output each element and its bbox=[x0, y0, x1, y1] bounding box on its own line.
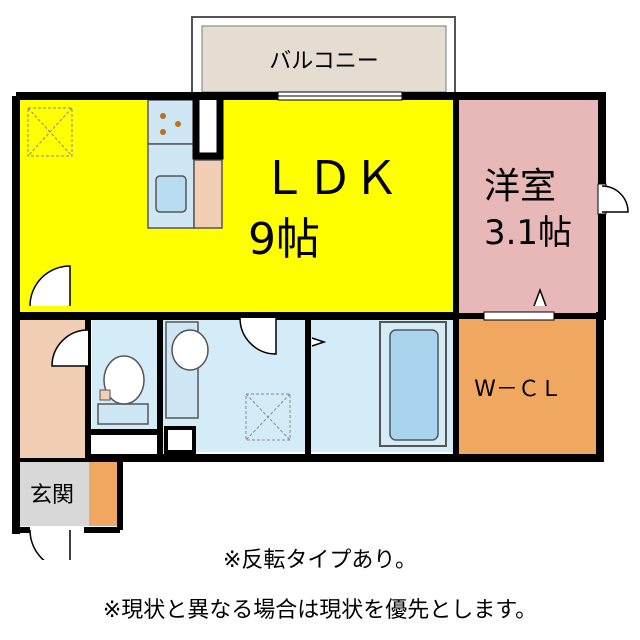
genkan-floor bbox=[17, 460, 89, 526]
door-ldk-hall bbox=[29, 265, 71, 307]
toilet-paper bbox=[99, 389, 111, 401]
note-priority: ※現状と異なる場合は現状を優先とします。 bbox=[102, 598, 538, 623]
burner bbox=[175, 121, 181, 127]
balcony-floor bbox=[201, 25, 447, 93]
genkan-shoebox bbox=[89, 460, 117, 526]
vent-ldk bbox=[27, 107, 73, 157]
walls bbox=[12, 92, 606, 534]
entrance-label: 玄関 bbox=[30, 483, 74, 508]
floor-plan: バルコニー bbox=[12, 16, 629, 560]
door-genkan bbox=[29, 529, 71, 560]
wcl-label: W－ＣＬ bbox=[474, 377, 562, 402]
kitchen-side-counter bbox=[193, 159, 223, 229]
western-label: 洋室 bbox=[484, 166, 556, 207]
door-western-sliding bbox=[533, 287, 547, 307]
door-washroom bbox=[239, 317, 277, 355]
bathtub-basin bbox=[389, 329, 439, 441]
wcl-room bbox=[458, 318, 598, 455]
western-room bbox=[456, 96, 598, 314]
ldk-room bbox=[16, 96, 454, 314]
balcony-label: バルコニー bbox=[269, 49, 379, 74]
note-reversed: ※反転タイプあり。 bbox=[223, 548, 417, 573]
burner bbox=[160, 113, 166, 119]
western-size: 3.1帖 bbox=[484, 213, 572, 253]
ldk-size: 9帖 bbox=[248, 214, 320, 265]
door-side bbox=[601, 185, 629, 213]
toilet-tank bbox=[97, 403, 149, 425]
pipe-shaft bbox=[164, 426, 196, 454]
window-western bbox=[483, 311, 555, 321]
ldk-label: ＬＤＫ bbox=[261, 151, 399, 205]
kitchen-stove bbox=[147, 99, 195, 145]
burner bbox=[160, 129, 166, 135]
toilet-bowl bbox=[103, 355, 145, 405]
vent-washroom bbox=[245, 393, 291, 441]
door-toilet bbox=[51, 329, 89, 367]
kitchen-pillar bbox=[192, 92, 224, 160]
door-bath bbox=[311, 337, 327, 347]
kitchen-sink bbox=[155, 175, 187, 213]
washbasin bbox=[171, 329, 209, 371]
